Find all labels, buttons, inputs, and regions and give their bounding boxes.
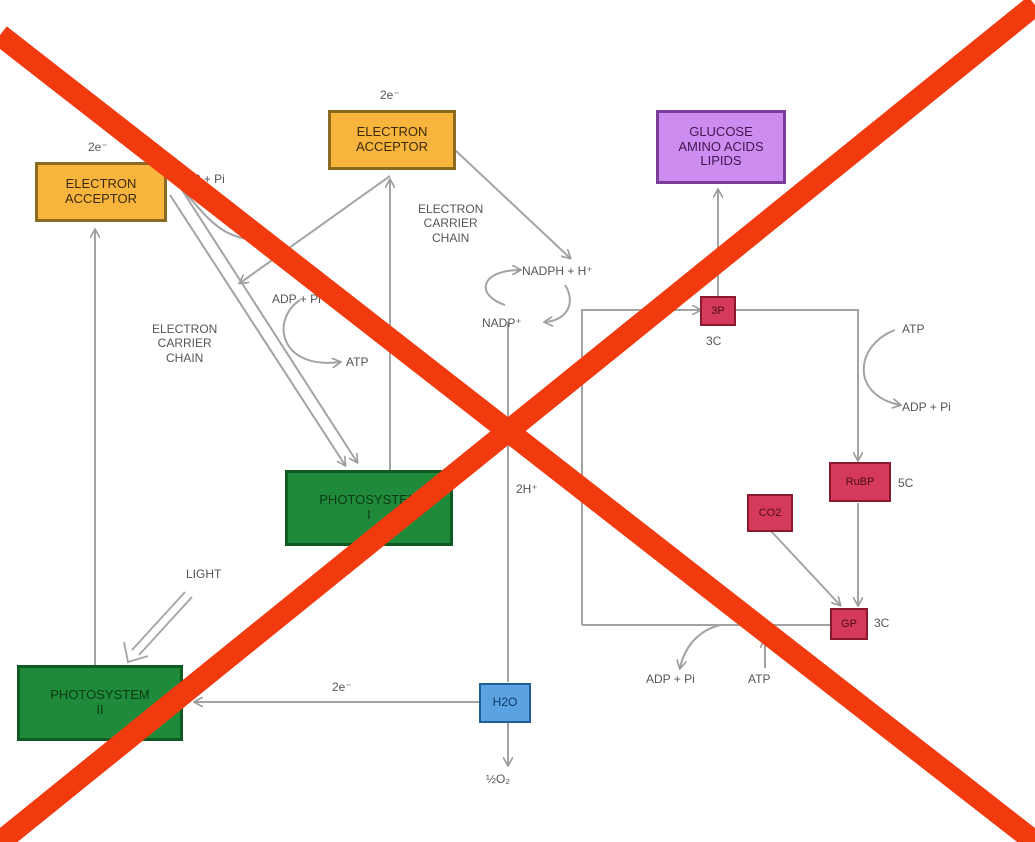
label-atp-top: ATP bbox=[252, 232, 275, 246]
label-oxygen: ½O₂ bbox=[486, 772, 510, 786]
chain-left-line-1: ELECTRON bbox=[152, 322, 218, 336]
gp-box: GP bbox=[830, 608, 868, 640]
label-atp-right: ATP bbox=[902, 322, 925, 336]
label-3c-top: 3C bbox=[706, 334, 722, 348]
psii-line-2: II bbox=[96, 702, 104, 717]
psi-line-2: I bbox=[367, 507, 371, 522]
acceptor-top-line-1: ELECTRON bbox=[356, 124, 428, 140]
rubp-box: RuBP bbox=[829, 462, 891, 502]
psii-line-1: PHOTOSYSTEM bbox=[50, 687, 150, 703]
chain-right-line-1: ELECTRON bbox=[418, 202, 484, 216]
label-adp-pi-bottom: ADP + Pi bbox=[646, 672, 695, 686]
arrow-atp-curl-right bbox=[862, 329, 900, 405]
label-two-e-bottom: 2e⁻ bbox=[332, 680, 352, 694]
water-box: H2O bbox=[479, 683, 531, 723]
label-light: LIGHT bbox=[186, 567, 222, 581]
label-3c-bottom: 3C bbox=[874, 616, 890, 630]
chain-right-line-3: CHAIN bbox=[432, 230, 470, 245]
label-adp-pi-mid: ADP + Pi bbox=[272, 292, 321, 306]
label-chain-right: ELECTRON CARRIER CHAIN bbox=[418, 202, 483, 245]
label-nadph: NADPH + H⁺ bbox=[522, 264, 593, 278]
label-nadp: NADP⁺ bbox=[482, 316, 522, 330]
label-chain-left: ELECTRON CARRIER CHAIN bbox=[152, 322, 217, 365]
acceptor-left-line-2: ACCEPTOR bbox=[65, 191, 137, 206]
arrow-co2-to-gp bbox=[769, 529, 840, 605]
glucose-line-1: GLUCOSE bbox=[689, 123, 753, 139]
label-adp-pi-right: ADP + Pi bbox=[902, 400, 951, 414]
glucose-line-2: AMINO ACIDS bbox=[678, 138, 764, 154]
ga3p-box: 3P bbox=[700, 296, 736, 326]
label-5c: 5C bbox=[898, 476, 914, 490]
calvin-3p-to-rubp bbox=[735, 309, 858, 460]
chain-left-line-3: CHAIN bbox=[166, 350, 204, 365]
acceptor-left-line-1: ELECTRON bbox=[65, 176, 137, 192]
arrow-atp-curl-bottom bbox=[680, 624, 721, 668]
calvin-cycle-loop bbox=[581, 310, 700, 625]
acceptor-top-line-2: ACCEPTOR bbox=[356, 139, 428, 154]
label-adp-pi-top: ADP + Pi bbox=[176, 172, 225, 186]
arrow-light-a bbox=[131, 591, 186, 651]
arrow-nadp-to-nadph bbox=[484, 270, 520, 306]
arrow-nadph-to-nadp bbox=[545, 284, 571, 322]
label-two-e-top: 2e⁻ bbox=[380, 88, 400, 102]
label-atp-mid: ATP bbox=[346, 355, 369, 369]
arrow-light-b bbox=[138, 596, 193, 656]
chain-right-line-2: CARRIER bbox=[423, 216, 478, 231]
arrow-atp-curl-top bbox=[169, 179, 260, 240]
psi-line-1: PHOTOSYSTEM bbox=[319, 492, 419, 508]
label-atp-bottom: ATP bbox=[748, 672, 771, 686]
label-two-h: 2H⁺ bbox=[516, 482, 538, 496]
co2-box: CO2 bbox=[747, 494, 793, 532]
chain-left-line-2: CARRIER bbox=[157, 336, 212, 351]
label-two-e-left: 2e⁻ bbox=[88, 140, 108, 154]
glucose-line-3: LIPIDS bbox=[700, 153, 742, 169]
arrow-acceptor-top-to-left bbox=[240, 175, 391, 283]
arrow-atp-curl-mid bbox=[282, 299, 340, 363]
